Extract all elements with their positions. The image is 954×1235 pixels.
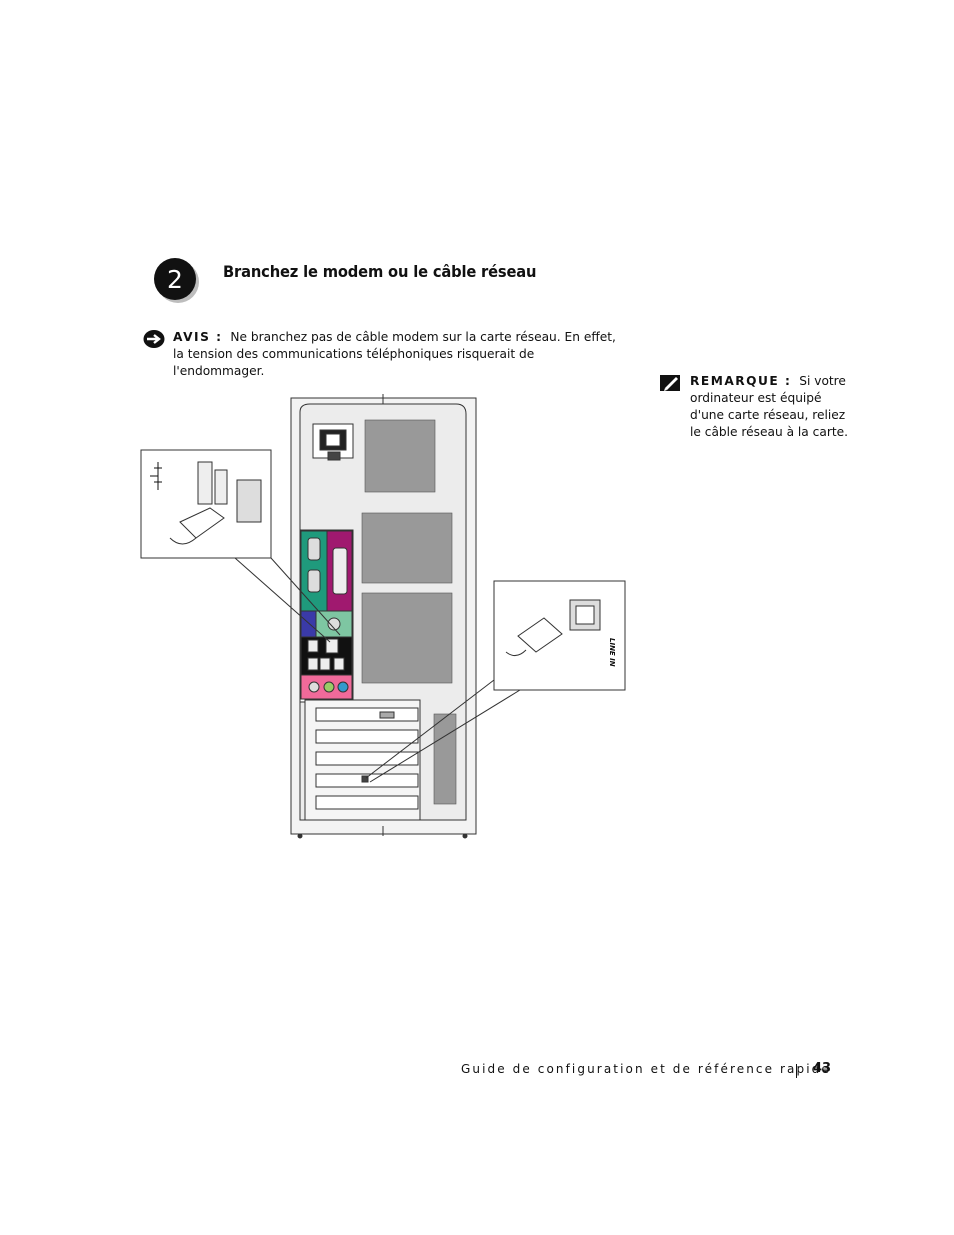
notice-label: AVIS :: [173, 330, 223, 344]
page-number: 43: [813, 1061, 832, 1076]
modem-callout: [365, 580, 626, 783]
notice-icon: [143, 330, 165, 348]
remark-text: Si votre ordinateur est équipé d'une car…: [690, 374, 848, 439]
vent-grid: [361, 419, 457, 805]
pencil-note-icon: [660, 375, 680, 391]
expansion-slots: [304, 699, 421, 821]
power-connector: [312, 423, 354, 461]
computer-back-panel-illustration: LINE IN: [140, 394, 626, 839]
line-in-label: LINE IN: [608, 638, 616, 667]
remark-label: REMARQUE :: [690, 374, 792, 388]
step-number-badge: 2: [154, 258, 199, 303]
step-number: 2: [167, 265, 183, 294]
notice-text: Ne branchez pas de câble modem sur la ca…: [173, 330, 616, 378]
guide-title: Guide de configuration et de référence r…: [461, 1062, 831, 1076]
network-callout: [140, 449, 341, 643]
footer-separator: [796, 1064, 797, 1078]
io-panel: [299, 529, 354, 703]
step-title: Branchez le modem ou le câble réseau: [223, 262, 537, 281]
